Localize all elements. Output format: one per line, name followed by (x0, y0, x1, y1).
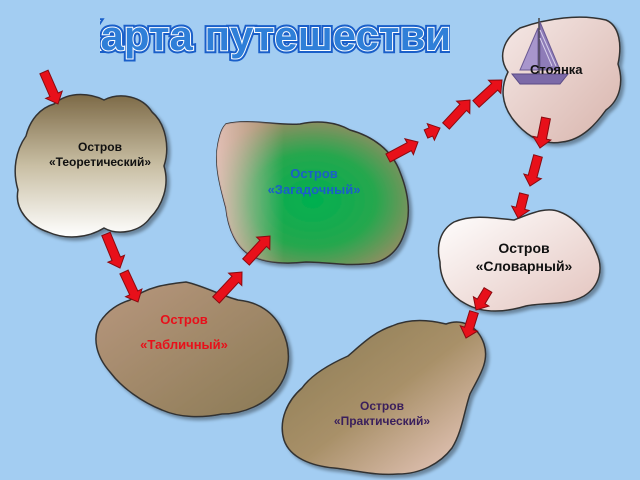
route-arrow-icon (441, 99, 471, 130)
island-stoyanka-label: Стоянка (530, 62, 583, 77)
island-slovarny-label: Остров «Словарный» (456, 240, 592, 275)
island-teoretichesky-label: Остров «Теоретический» (36, 140, 164, 170)
route-arrows (39, 69, 552, 339)
island-zagadochny-highlight (216, 121, 409, 265)
sailboat-icon (510, 18, 570, 85)
island-prakticheskiy-line2: «Практический» (333, 414, 431, 428)
route-arrow-icon (119, 269, 143, 303)
route-arrow-icon (211, 271, 243, 304)
route-arrow-icon (459, 310, 479, 339)
title-text: Карта путешествия (100, 12, 450, 59)
title-outline: Карта путешествия (100, 12, 450, 59)
route-arrow-icon (472, 79, 503, 109)
island-zagadochny-line2: «Загадочный» (267, 182, 361, 198)
island-prakticheskiy-line1: Остров (360, 399, 404, 413)
island-zagadochny-label: Остров «Загадочный» (250, 166, 378, 199)
island-teoretichesky-shape (14, 93, 168, 238)
island-slovarny-line2: «Словарный» (475, 257, 573, 274)
island-zagadochny-line1: Остров (290, 166, 338, 181)
island-slovarny-line1: Остров (498, 240, 550, 256)
route-arrow-icon (510, 192, 531, 219)
island-teoretichesky-line2: «Теоретический» (48, 155, 152, 169)
island-prakticheskiy-label: Остров «Практический» (318, 399, 446, 429)
route-arrow-icon (423, 122, 441, 142)
island-teoretichesky-line1: Остров (78, 140, 122, 154)
route-arrow-icon (532, 116, 552, 149)
island-prakticheskiy-shape (281, 319, 487, 476)
island-tablichny-line1: Остров (160, 312, 208, 327)
route-arrow-icon (241, 235, 271, 266)
page-title: Карта путешествия Карта путешествия (71, 6, 478, 62)
route-arrow-icon (472, 287, 493, 311)
island-tablichny-shape (95, 281, 290, 418)
route-arrow-icon (101, 231, 126, 269)
route-arrow-icon (39, 69, 64, 105)
route-arrow-icon (385, 138, 419, 163)
route-arrow-icon (522, 154, 543, 187)
island-tablichny-label: Остров «Табличный» (124, 308, 244, 357)
island-tablichny-line2: «Табличный» (140, 336, 228, 352)
island-slovarny-shape (437, 209, 601, 312)
